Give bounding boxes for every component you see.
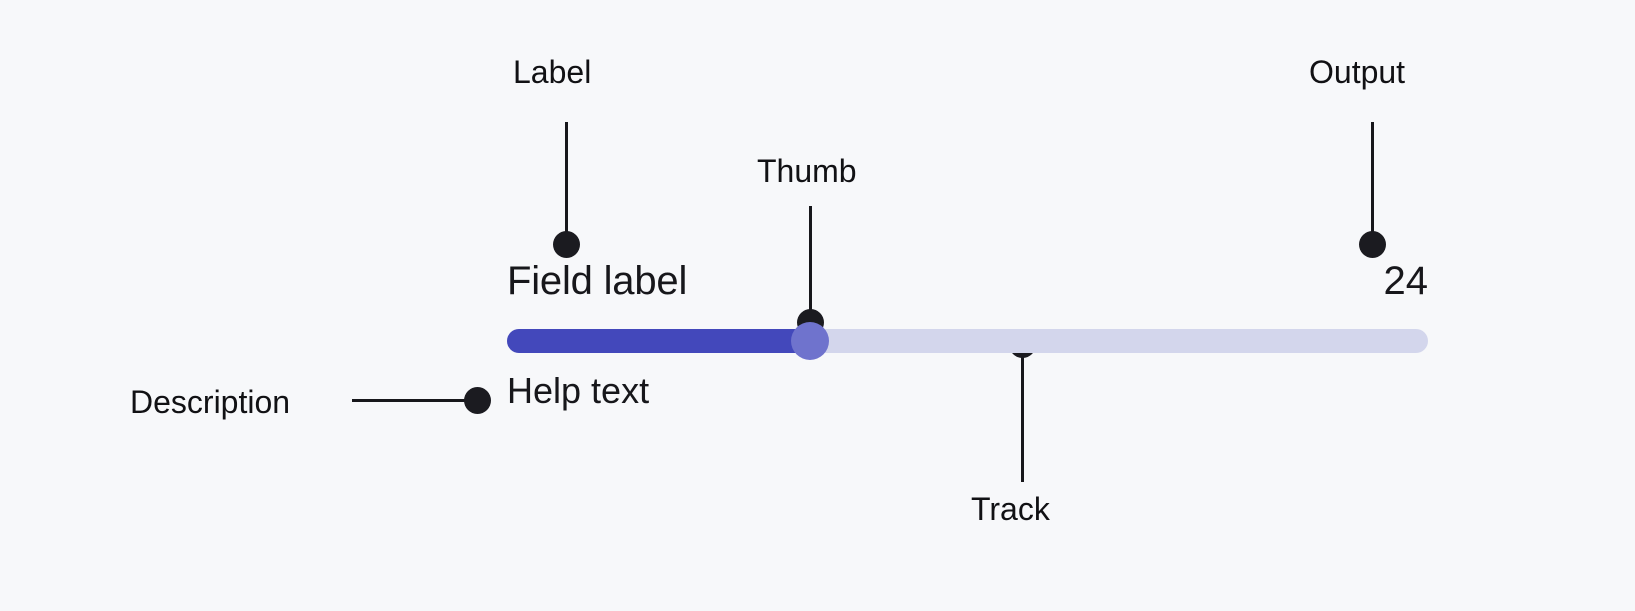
slider-field: Field label 24 Help text — [507, 258, 1429, 411]
annotation-dot-description — [464, 387, 491, 414]
slider-fill — [507, 329, 810, 353]
slider-track[interactable] — [507, 322, 1428, 360]
slider-thumb[interactable] — [791, 322, 829, 360]
annotation-leader-line-track — [1021, 345, 1024, 482]
annotation-leader-line-thumb — [809, 206, 812, 326]
annotation-label-thumb: Thumb — [757, 153, 857, 189]
annotation-leader-line-output — [1371, 122, 1374, 246]
slider-field-label: Field label — [507, 259, 688, 303]
slider-help-text: Help text — [507, 370, 650, 411]
annotation-leader-line-description — [352, 399, 474, 402]
annotation-dot-output — [1359, 231, 1386, 258]
annotation-label-output: Output — [1309, 54, 1406, 90]
slider-value-output: 24 — [1383, 259, 1429, 303]
annotation-label-track: Track — [971, 491, 1050, 527]
annotation-label-label: Label — [513, 54, 592, 90]
annotation-leader-line-label — [565, 122, 568, 246]
annotation-label-description: Description — [130, 384, 291, 420]
annotation-dot-label — [553, 231, 580, 258]
